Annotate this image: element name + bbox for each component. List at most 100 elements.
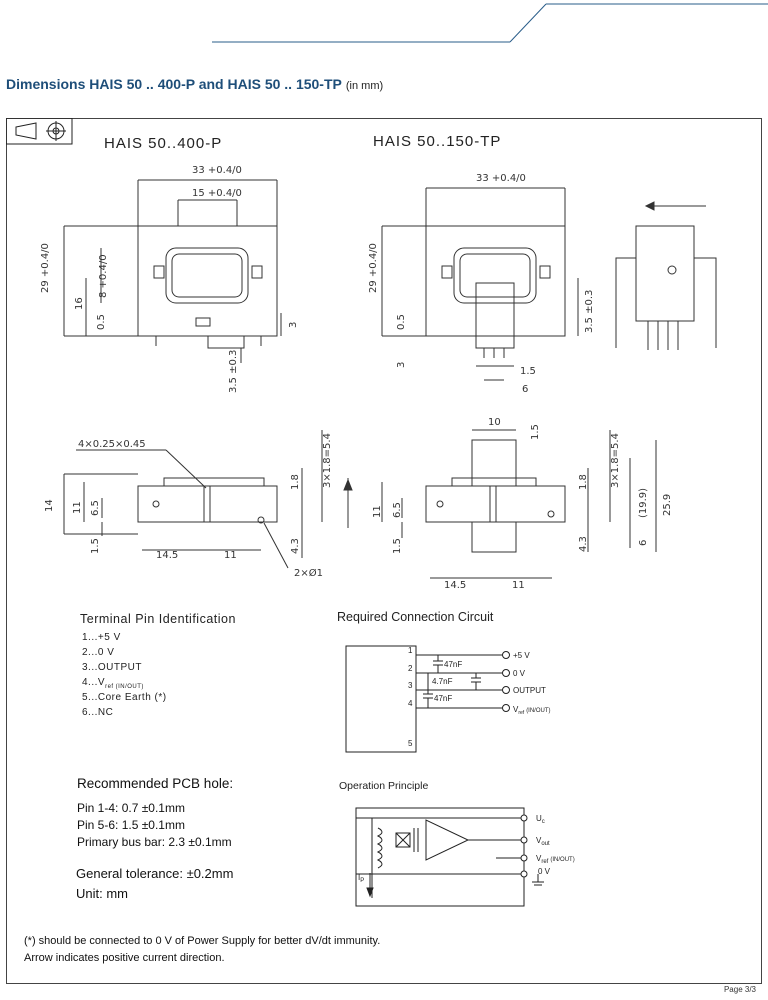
pin-1: 1...+5 V (82, 632, 121, 643)
dim-15top-right: 1.5 (530, 424, 541, 440)
op-0v: 0 V (538, 867, 551, 876)
pcb-line-2: Pin 5-6: 1.5 ±0.1mm (77, 818, 185, 832)
dim-3x18-right: 3×1.8=5.4 (610, 433, 621, 488)
dim-15-left: 1.5 (90, 538, 101, 554)
op-vout: Vout (536, 836, 550, 847)
ckt-cap-3: 47nF (434, 694, 452, 703)
dim-145-left: 14.5 (156, 550, 178, 561)
dim-16-left: 16 (74, 297, 85, 310)
ckt-out-1: +5 V (513, 651, 530, 660)
dim-11-right: 11 (372, 505, 383, 518)
dim-d1-left: 2×Ø1 (294, 567, 323, 579)
dim-65-right: 6.5 (392, 502, 403, 518)
left-top-view (63, 179, 282, 363)
dim-3-right: 3 (396, 362, 407, 368)
dim-29-left: 29 +0.4/0 (40, 243, 51, 293)
dim-33-right: 33 +0.4/0 (476, 173, 526, 184)
projection-symbol-icon (6, 118, 73, 145)
dim-65-left: 6.5 (90, 500, 101, 516)
pcb-line-1: Pin 1-4: 0.7 ±0.1mm (77, 801, 185, 815)
op-ip-sub: P (360, 878, 364, 884)
drawing-frame (6, 118, 762, 984)
header-decoration (212, 3, 768, 43)
ckt-pin-1: 1 (408, 646, 413, 655)
left-bottom-view (63, 430, 353, 569)
pcb-list: Pin 1-4: 0.7 ±0.1mm Pin 5-6: 1.5 ±0.1mm … (77, 801, 232, 852)
connection-circuit (345, 645, 510, 753)
terminal-title: Terminal Pin Identification (80, 612, 236, 626)
ckt-vref-label: V (513, 705, 519, 714)
page-title: Dimensions HAIS 50 .. 400-P and HAIS 50 … (6, 76, 383, 92)
ckt-pin-2: 2 (408, 664, 413, 673)
ckt-pin-4: 4 (408, 699, 413, 708)
dim-10-right: 10 (488, 417, 501, 428)
dim-35-right: 3.5 ±0.3 (584, 290, 595, 333)
pin-4-sub: ref (105, 684, 114, 690)
pcb-title: Recommended PCB hole: (77, 776, 234, 791)
unit-label: Unit: mm (76, 886, 128, 901)
dim-11w-left: 11 (224, 550, 237, 561)
dim-18-left: 1.8 (290, 474, 301, 490)
op-vout-sub: out (541, 841, 550, 847)
pin-6: 6...NC (82, 707, 114, 718)
dim-14-left: 14 (44, 499, 55, 512)
dim-35-left: 3.5 ±0.3 (228, 350, 239, 393)
dim-15-left: 15 +0.4/0 (192, 188, 242, 199)
dim-6-right: 6 (522, 384, 528, 395)
right-top-view (381, 187, 717, 381)
general-tolerance: General tolerance: ±0.2mm (76, 866, 234, 881)
op-ip: IP (358, 873, 364, 884)
dim-18-right: 1.8 (578, 474, 589, 490)
dim-3x18-left: 3×1.8=5.4 (322, 433, 333, 488)
dim-8-left: 8 +0.4/0 (98, 254, 109, 298)
op-uc: Uc (536, 814, 545, 825)
operation-title: Operation Principle (339, 780, 429, 792)
dim-15-right: 1.5 (392, 538, 403, 554)
dim-11-left: 11 (72, 501, 83, 514)
connection-title: Required Connection Circuit (337, 610, 494, 624)
ckt-vref-suffix: (IN/OUT) (526, 708, 550, 714)
pin-4-label: 4...V (82, 677, 106, 688)
right-bottom-view (381, 429, 657, 579)
ckt-out-2: 0 V (513, 669, 526, 678)
dim-15-right: 1.5 (520, 366, 536, 377)
dim-6-right-b: 6 (638, 540, 649, 546)
ckt-pin-5: 5 (408, 739, 413, 748)
dim-3-left: 3 (288, 322, 299, 328)
dim-259-right: 25.9 (662, 494, 673, 516)
ckt-out-3: OUTPUT (513, 686, 546, 695)
model-title-left: HAIS 50..400-P (104, 135, 223, 152)
ckt-vref-sub: ref (518, 710, 524, 716)
operation-circuit (355, 807, 544, 907)
page-title-text: Dimensions HAIS 50 .. 400-P and HAIS 50 … (6, 76, 342, 92)
dim-11w-right: 11 (512, 580, 525, 591)
op-vref-label: V (536, 854, 542, 863)
ckt-out-4: Vref(IN/OUT) (513, 705, 551, 716)
dimension-drawing: 33 +0.4/0 15 +0.4/0 29 +0.4/0 8 +0.4/0 1… (6, 118, 717, 907)
footnote-2: Arrow indicates positive current directi… (24, 952, 225, 964)
op-uc-label: U (536, 814, 542, 823)
op-vref: Vref(IN/OUT) (536, 854, 575, 865)
op-vref-suffix: (IN/OUT) (550, 857, 574, 863)
model-title-right: HAIS 50..150-TP (373, 133, 502, 150)
ckt-cap-1: 47nF (444, 660, 462, 669)
pin-3: 3...OUTPUT (82, 662, 143, 673)
pcb-line-3: Primary bus bar: 2.3 ±0.1mm (77, 835, 232, 849)
op-uc-sub: c (542, 819, 545, 825)
dim-29-right: 29 +0.4/0 (368, 243, 379, 293)
dim-pins-left: 4×0.25×0.45 (78, 439, 146, 450)
dim-145-right: 14.5 (444, 580, 466, 591)
dim-05-left: 0.5 (96, 314, 107, 330)
dim-43-left: 4.3 (290, 538, 301, 554)
op-vref-sub: ref (541, 859, 548, 865)
op-vout-label: V (536, 836, 542, 845)
pin-2: 2...0 V (82, 647, 115, 658)
dim-199-right: (19.9) (638, 488, 649, 518)
terminal-list: 1...+5 V 2...0 V 3...OUTPUT 4...Vref(IN/… (82, 632, 167, 722)
footnote-1: (*) should be connected to 0 V of Power … (24, 935, 381, 947)
ckt-cap-2: 4.7nF (432, 677, 453, 686)
pin-5: 5...Core Earth (*) (82, 692, 167, 703)
page-number: Page 3/3 (723, 985, 756, 994)
pin-4-suffix: (IN/OUT) (115, 684, 144, 690)
dim-43-right: 4.3 (578, 536, 589, 552)
